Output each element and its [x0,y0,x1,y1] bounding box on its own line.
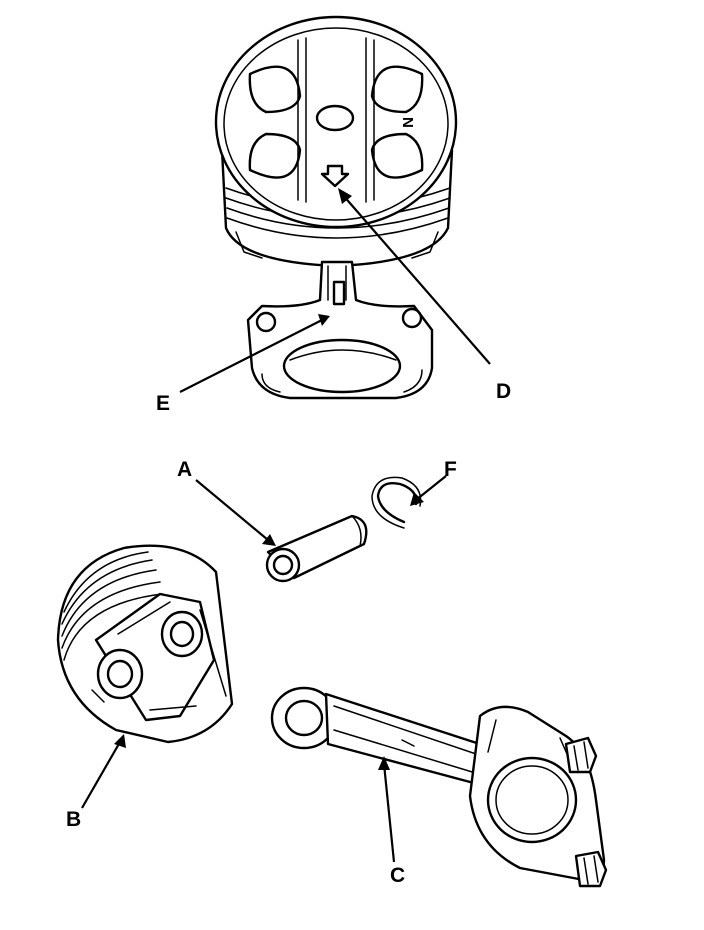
connecting-rod [270,686,608,888]
piston [56,544,234,744]
piston-mark-n: N [399,117,416,128]
rod-bolt-lower [574,850,608,888]
callout-e: E [156,392,170,415]
callout-labels: D E A F B C [66,380,511,887]
assembled-rod-big-end [246,260,434,400]
callout-d: D [496,380,511,403]
piston-pin [265,514,368,583]
rod-bolt-upper [564,736,598,774]
callout-c: C [390,864,405,887]
callout-b: B [66,808,81,831]
snap-ring [371,476,422,529]
assembled-piston: N [214,15,458,268]
crown-arrow-icon [320,164,350,188]
leader-lines [81,188,491,863]
callout-a: A [177,458,192,481]
callout-f: F [444,458,457,481]
